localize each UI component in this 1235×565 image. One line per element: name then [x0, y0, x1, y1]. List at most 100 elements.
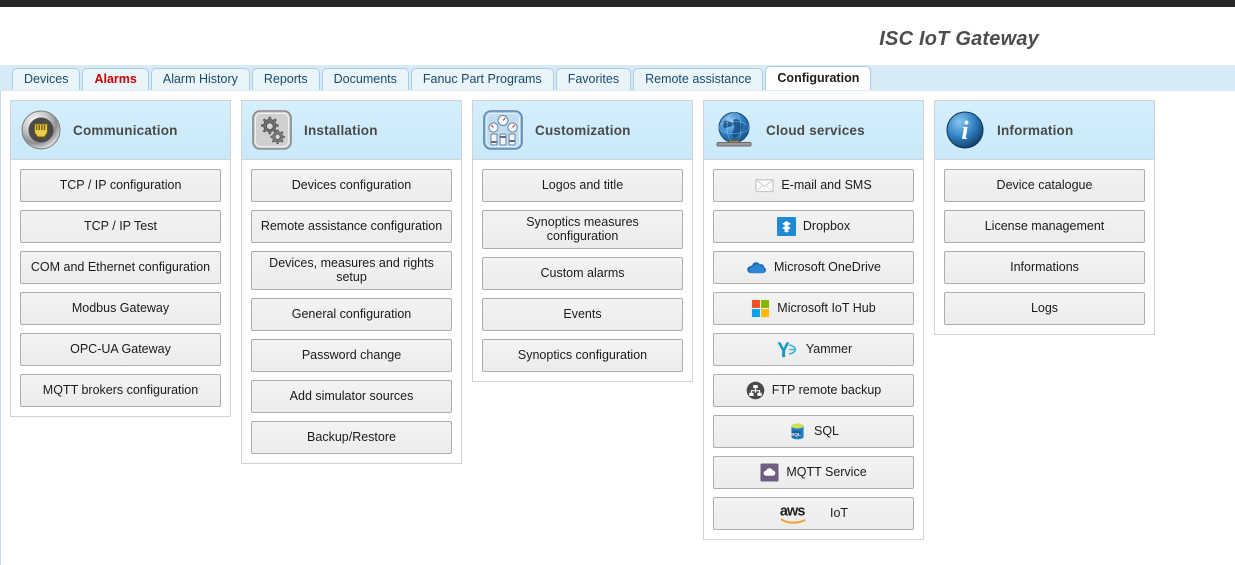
button-synoptics-configuration[interactable]: Synoptics configuration	[482, 338, 683, 372]
button-label: Modbus Gateway	[71, 301, 170, 316]
button-opc-ua-gateway[interactable]: OPC-UA Gateway	[20, 333, 221, 366]
button-devices-measures-and-rights-setup[interactable]: Devices, measures and rights setup	[251, 251, 452, 290]
button-com-and-ethernet-configuration[interactable]: COM and Ethernet configuration	[20, 251, 221, 284]
svg-text:aws: aws	[780, 503, 805, 519]
aws-icon: aws	[779, 503, 823, 525]
button-label: Password change	[301, 348, 402, 363]
sql-database-icon: SQL	[788, 422, 807, 441]
mqtt-cloud-icon	[760, 463, 779, 482]
button-label: SQL	[813, 424, 839, 439]
ftp-network-icon	[746, 381, 765, 400]
button-tcp-ip-configuration[interactable]: TCP / IP configuration	[20, 169, 221, 202]
globe-icon	[716, 112, 752, 147]
button-label: Informations	[1010, 260, 1079, 275]
microsoft-icon	[751, 299, 770, 318]
button-mqtt-brokers-configuration[interactable]: MQTT brokers configuration	[20, 374, 221, 407]
tab-configuration[interactable]: Configuration	[765, 66, 872, 90]
button-label: Microsoft IoT Hub	[777, 301, 876, 316]
button-remote-assistance-configuration[interactable]: Remote assistance configuration	[251, 210, 452, 243]
button-dropbox[interactable]: Dropbox	[713, 210, 914, 243]
tab-favorites[interactable]: Favorites	[555, 68, 632, 90]
gears-icon	[252, 110, 292, 150]
button-logs[interactable]: Logs	[944, 292, 1145, 325]
button-label: TCP / IP configuration	[59, 178, 182, 193]
button-label: License management	[984, 219, 1105, 234]
ftp-network-icon	[746, 381, 765, 400]
button-label: Logos and title	[541, 178, 624, 193]
panel-header-customization: Customization	[473, 101, 692, 160]
button-label: Backup/Restore	[307, 430, 396, 445]
button-informations[interactable]: Informations	[944, 251, 1145, 284]
button-label: COM and Ethernet configuration	[30, 260, 211, 275]
app-header: ISC IoT Gateway	[0, 7, 1235, 65]
top-bar	[0, 0, 1235, 7]
button-label: Synoptics configuration	[517, 348, 648, 363]
panel-header-communication: Communication	[11, 101, 230, 160]
microsoft-icon	[752, 299, 770, 318]
yammer-icon	[775, 340, 799, 359]
button-microsoft-iot-hub[interactable]: Microsoft IoT Hub	[713, 292, 914, 325]
button-e-mail-and-sms[interactable]: E-mail and SMS	[713, 169, 914, 202]
button-modbus-gateway[interactable]: Modbus Gateway	[20, 292, 221, 325]
button-mqtt-service[interactable]: MQTT Service	[713, 456, 914, 489]
button-microsoft-onedrive[interactable]: Microsoft OneDrive	[713, 251, 914, 284]
tab-documents[interactable]: Documents	[321, 68, 409, 90]
button-devices-configuration[interactable]: Devices configuration	[251, 169, 452, 202]
button-label: TCP / IP Test	[84, 219, 157, 234]
button-iot[interactable]: aws IoT	[713, 497, 914, 530]
button-label: Devices configuration	[291, 178, 412, 193]
button-label: Logs	[1030, 301, 1059, 316]
button-add-simulator-sources[interactable]: Add simulator sources	[251, 379, 452, 413]
tab-reports[interactable]: Reports	[251, 68, 320, 90]
envelope-icon	[755, 179, 774, 193]
button-license-management[interactable]: License management	[944, 210, 1145, 243]
panel-body-cloud-services: E-mail and SMS Dropbox Microsoft OneDriv…	[704, 160, 923, 530]
button-label: Synoptics measures configuration	[526, 215, 639, 244]
mqtt-cloud-icon	[760, 463, 779, 482]
button-device-catalogue[interactable]: Device catalogue	[944, 169, 1145, 202]
button-logos-and-title[interactable]: Logos and title	[482, 169, 683, 202]
button-label: Microsoft OneDrive	[774, 260, 881, 275]
button-ftp-remote-backup[interactable]: FTP remote backup	[713, 374, 914, 407]
tab-alarms[interactable]: Alarms	[82, 68, 149, 90]
button-label: Remote assistance configuration	[260, 219, 443, 234]
button-label: MQTT Service	[786, 465, 867, 480]
button-backup-restore[interactable]: Backup/Restore	[251, 420, 452, 454]
tab-fanuc-part-programs[interactable]: Fanuc Part Programs	[410, 68, 554, 90]
yammer-icon	[777, 342, 797, 358]
onedrive-icon	[746, 260, 767, 276]
button-password-change[interactable]: Password change	[251, 338, 452, 372]
button-label: Events	[563, 307, 602, 322]
tab-remote-assistance[interactable]: Remote assistance	[633, 68, 764, 90]
button-label: OPC-UA Gateway	[70, 342, 171, 357]
button-tcp-ip-test[interactable]: TCP / IP Test	[20, 210, 221, 243]
panel-title: Customization	[535, 122, 631, 138]
button-synoptics-measures-configuration[interactable]: Synoptics measures configuration	[482, 210, 683, 249]
button-label: MQTT brokers configuration	[42, 383, 199, 398]
button-label: General configuration	[291, 307, 412, 322]
button-label: Yammer	[805, 342, 853, 357]
svg-text:i: i	[961, 116, 969, 145]
button-sql[interactable]: SQL SQL	[713, 415, 914, 448]
svg-text:SQL: SQL	[791, 432, 801, 438]
tab-alarm-history[interactable]: Alarm History	[150, 68, 250, 90]
button-events[interactable]: Events	[482, 297, 683, 331]
panel-header-information: i Information	[935, 101, 1154, 160]
tab-devices[interactable]: Devices	[12, 68, 81, 90]
panel-header-cloud-services: Cloud services	[704, 101, 923, 160]
page-title: ISC IoT Gateway	[879, 28, 1039, 50]
button-general-configuration[interactable]: General configuration	[251, 297, 452, 331]
button-label: FTP remote backup	[771, 383, 882, 398]
panel-title: Installation	[304, 122, 378, 138]
button-yammer[interactable]: Yammer	[713, 333, 914, 366]
button-custom-alarms[interactable]: Custom alarms	[482, 256, 683, 290]
onedrive-icon	[747, 261, 766, 273]
dropbox-icon	[776, 217, 796, 236]
